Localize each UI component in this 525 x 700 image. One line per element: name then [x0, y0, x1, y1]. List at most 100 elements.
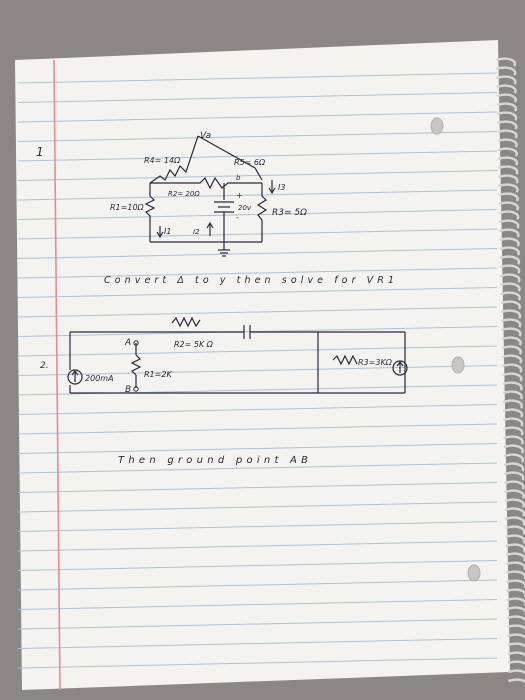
spiral-coil — [499, 228, 520, 238]
hole-punch — [451, 356, 465, 374]
current-source-label: 200mA — [85, 374, 114, 383]
r2-resistor — [171, 316, 201, 328]
spiral-coil — [496, 102, 518, 112]
ruled-line — [17, 482, 498, 493]
spiral-coil — [496, 84, 517, 94]
spiral-coil — [496, 111, 518, 121]
spiral-coil — [502, 417, 524, 427]
spiral-coil — [503, 444, 524, 454]
spiral-coil — [506, 588, 525, 598]
spiral-coil — [503, 453, 525, 463]
problem1-instruction: Convert Δ to y then solve for VR1 — [104, 275, 394, 286]
hole-punches — [430, 117, 481, 582]
spiral-coil — [507, 669, 525, 675]
r3-resistor — [332, 354, 358, 366]
spiral-coil — [505, 543, 525, 553]
r1-label: R1=10Ω — [110, 203, 145, 212]
ruled-line — [17, 404, 498, 415]
problem2-circuit — [67, 316, 408, 394]
r1-resistor — [130, 354, 142, 376]
spiral-coil — [497, 147, 518, 157]
node-b-label: b — [236, 174, 241, 182]
spiral-coil — [507, 633, 525, 642]
spiral-coil — [501, 336, 522, 346]
spiral-coil — [500, 300, 522, 310]
spiral-coil — [507, 660, 525, 666]
spiral-coil — [504, 480, 525, 490]
ruled-line — [17, 170, 498, 181]
spiral-coil — [500, 309, 522, 319]
spiral-coil — [500, 291, 521, 301]
spiral-coil — [496, 75, 517, 85]
minus-label: - — [236, 213, 239, 222]
spiral-coil — [504, 498, 525, 508]
spiral-coil — [506, 606, 525, 616]
spiral-coil — [496, 120, 518, 130]
spiral-coil — [498, 210, 520, 220]
spiral-coil — [503, 435, 524, 445]
ruled-line — [17, 599, 498, 610]
r2-resistor — [150, 176, 262, 190]
spiral-coil — [498, 174, 519, 184]
hole-punch — [467, 564, 481, 582]
spiral-coil — [498, 219, 520, 229]
ruled-line — [17, 345, 498, 357]
r5-label: R5= 6Ω — [234, 158, 266, 167]
i2-arrow-head — [206, 221, 214, 229]
ruled-line — [17, 150, 498, 162]
spiral-coil — [501, 354, 523, 364]
hole-punch — [430, 117, 444, 135]
r5-wire — [197, 135, 263, 181]
spiral-coil — [505, 534, 525, 544]
ruled-lines — [17, 72, 498, 669]
spiral-coil — [497, 156, 519, 166]
ruled-line — [17, 657, 498, 669]
ruled-line — [17, 287, 498, 298]
ruled-line — [17, 72, 498, 84]
paper-sheet — [15, 40, 510, 690]
ruled-line — [17, 521, 498, 532]
spiral-coil — [495, 57, 517, 67]
spiral-coil — [497, 138, 518, 148]
spiral-coil — [507, 651, 525, 660]
plus-label: + — [236, 191, 243, 200]
spiral-coil — [506, 597, 525, 607]
spiral-coil — [500, 318, 522, 328]
r1-resistor — [144, 183, 156, 242]
spiral-coil — [499, 255, 521, 265]
spiral-coil — [502, 390, 523, 400]
spiral-coil — [504, 489, 525, 499]
spiral-coil — [495, 66, 517, 76]
ruled-line — [17, 228, 498, 240]
ruled-line — [17, 209, 498, 220]
spiral-coil — [498, 201, 520, 211]
spiral-coil — [501, 363, 523, 373]
spiral-coil — [503, 462, 525, 472]
problem1-number: 1 — [36, 145, 44, 159]
ruled-line — [17, 540, 498, 552]
spiral-coil — [503, 471, 525, 481]
r3-resistor — [256, 183, 268, 242]
spiral-coil — [502, 381, 523, 391]
node-b-dot — [133, 386, 139, 392]
spiral-coil — [502, 399, 523, 409]
va-label: Va — [200, 131, 211, 141]
ruled-line — [17, 443, 498, 454]
spiral-coil — [504, 516, 525, 526]
ruled-line — [17, 462, 498, 474]
spiral-coil — [502, 408, 524, 418]
ruled-line — [17, 92, 498, 103]
spiral-coil — [500, 282, 521, 292]
spiral-coil — [496, 93, 517, 103]
i3-arrow-head — [268, 187, 276, 195]
r2-label: R2= 5K Ω — [174, 340, 214, 349]
source-label: 20v — [238, 204, 252, 212]
problem2-instruction: Then ground point AB — [118, 455, 308, 466]
margin-line — [53, 59, 61, 691]
current-arrow-head-right — [396, 361, 404, 367]
spiral-coil — [507, 642, 525, 651]
spiral-coil — [499, 273, 521, 283]
spiral-coil — [499, 246, 520, 256]
node-a-label: A — [124, 338, 131, 348]
r4-label: R4= 14Ω — [144, 156, 181, 165]
